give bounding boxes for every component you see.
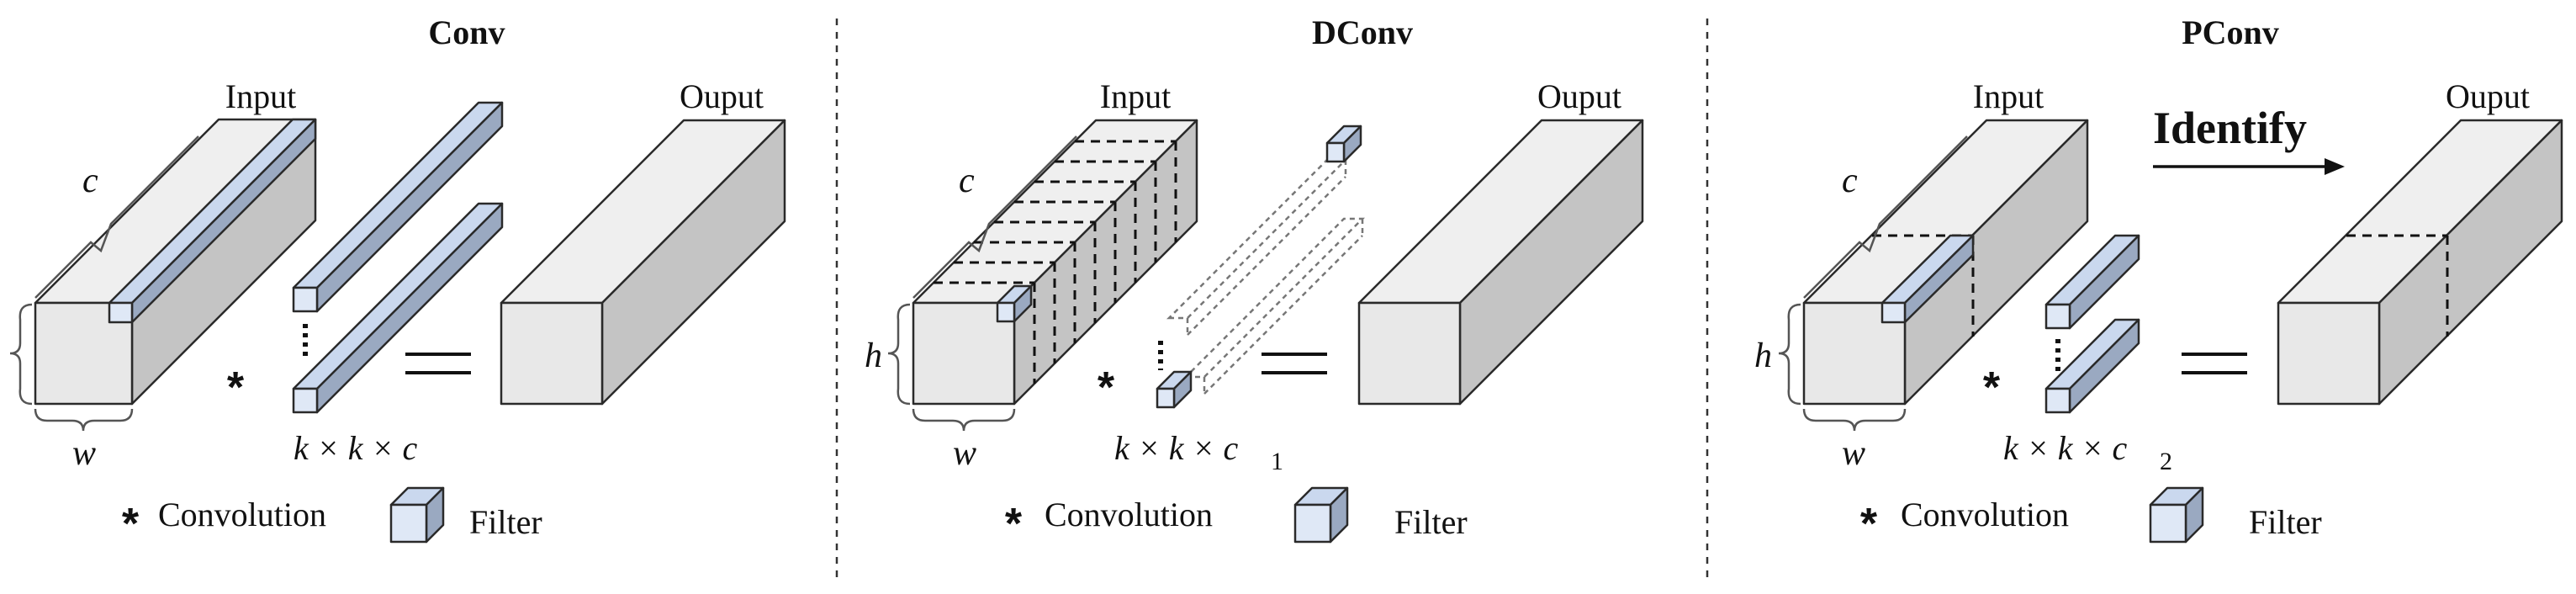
filter-partial-1	[2044, 234, 2140, 330]
legend-star: *	[1860, 500, 1878, 549]
identify-arrow	[2153, 158, 2345, 175]
input-tensor	[1802, 119, 2089, 406]
filter-on-input	[1880, 234, 1975, 324]
kernel-size: k × k × c	[294, 429, 417, 467]
legend-convolution: Convolution	[1901, 496, 2069, 533]
legend-filter: Filter	[2249, 503, 2322, 541]
brace-w	[912, 408, 1016, 432]
ghost-filter-trail-2	[1182, 217, 1366, 395]
brace-c	[34, 135, 199, 299]
dim-h-label: h	[865, 337, 882, 375]
panel-conv: Conv Input Ouput c w	[9, 13, 786, 549]
output-split-lines	[2346, 234, 2449, 337]
brace-c	[1803, 135, 1968, 299]
kernel-size: k × k × c	[1114, 429, 1238, 467]
output-tensor	[2277, 119, 2563, 406]
legend-filter-icon	[2149, 486, 2204, 544]
legend-filter-icon	[1293, 486, 1349, 544]
legend-star: *	[122, 500, 140, 549]
panel-title: Conv	[428, 13, 505, 51]
output-label: Ouput	[680, 77, 764, 115]
dim-h-label: h	[1754, 337, 1772, 375]
kernel-subscript: 1	[1271, 448, 1283, 475]
dim-w-label: w	[1842, 434, 1865, 473]
legend-star: *	[1005, 500, 1023, 549]
dim-c-label: c	[959, 162, 975, 200]
output-label: Ouput	[1537, 77, 1621, 115]
equals-sign	[405, 353, 471, 374]
brace-h	[887, 303, 911, 406]
dim-c-label: c	[1842, 162, 1858, 200]
filter-small-2	[1156, 370, 1193, 409]
legend-filter: Filter	[469, 503, 542, 541]
brace-c	[912, 135, 1077, 299]
filter-2	[292, 202, 504, 414]
filter-cube-on-input	[996, 284, 1033, 323]
output-tensor	[1357, 119, 1644, 406]
filter-strip-on-input	[108, 118, 317, 324]
panel-title: PConv	[2182, 13, 2279, 51]
dim-w-label: w	[72, 434, 96, 473]
legend-filter: Filter	[1394, 503, 1468, 541]
brace-h	[9, 303, 33, 406]
panel-pconv: PConv Input Ouput c h w	[1754, 13, 2563, 549]
brace-h	[1778, 303, 1801, 406]
panel-dconv: DConv Input Ouput	[865, 13, 1644, 549]
filter-small-1	[1325, 125, 1362, 163]
panel-title: DConv	[1312, 13, 1413, 51]
filter-partial-2	[2044, 318, 2140, 414]
legend-convolution: Convolution	[1045, 496, 1213, 533]
input-label: Input	[1973, 77, 2044, 115]
convolution-star: *	[1983, 363, 2001, 412]
equals-sign	[2182, 353, 2247, 374]
depthwise-slices	[934, 140, 1177, 384]
input-label: Input	[225, 77, 296, 115]
equals-sign	[1262, 353, 1327, 374]
kernel-size: k × k × c	[2003, 429, 2127, 467]
kernel-subscript: 2	[2160, 448, 2172, 475]
dim-w-label: w	[953, 434, 976, 473]
filter-1	[292, 101, 504, 313]
input-tensor	[912, 119, 1198, 406]
output-label: Ouput	[2446, 77, 2530, 115]
convolution-star: *	[227, 363, 245, 412]
brace-w	[34, 408, 134, 432]
input-label: Input	[1100, 77, 1171, 115]
identify-label: Identify	[2153, 103, 2307, 153]
legend-filter-icon	[389, 486, 445, 544]
convolution-star: *	[1098, 363, 1115, 412]
output-tensor	[500, 119, 786, 406]
brace-w	[1802, 408, 1907, 432]
dim-c-label: c	[82, 162, 98, 200]
legend-convolution: Convolution	[158, 496, 326, 533]
